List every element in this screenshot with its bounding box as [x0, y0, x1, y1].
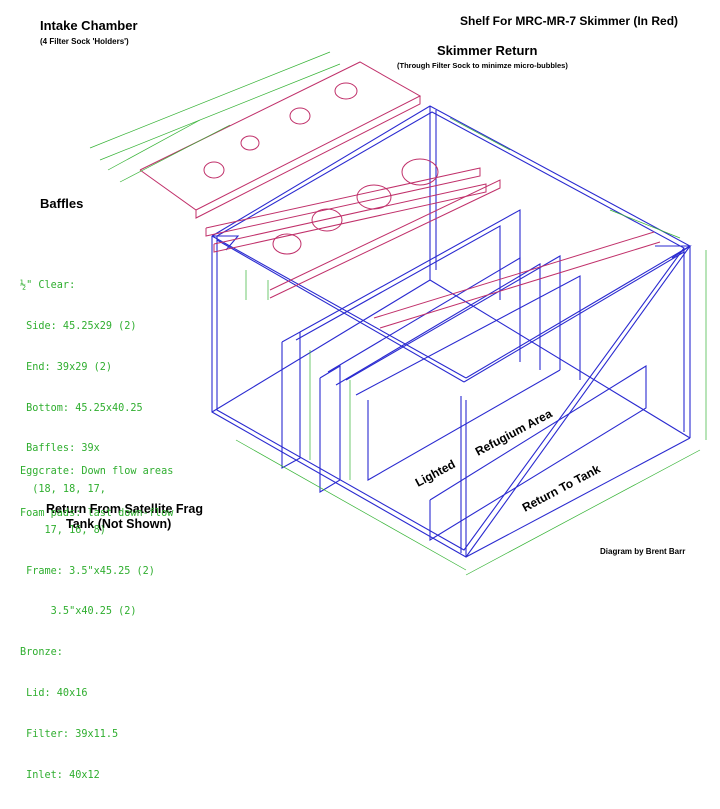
- sump-diagram: Lighted Refugium Area Return To Tank: [89, 51, 707, 576]
- diagram-credit: Diagram by Brent Barr: [600, 547, 686, 556]
- return-satellite-label-2: Tank (Not Shown): [66, 517, 172, 531]
- skimmer-return-subtitle: (Through Filter Sock to minimze micro-bu…: [397, 61, 568, 70]
- note-line: Foam pads: last down-flow: [20, 508, 174, 519]
- intake-chamber-subtitle: (4 Filter Sock 'Holders'): [40, 37, 129, 46]
- return-satellite-label-1: Return From Satellite Frag: [46, 502, 203, 516]
- spec-line: Baffles: 39x: [20, 443, 100, 455]
- intake-lid: [139, 61, 422, 219]
- spec-line: Bronze:: [20, 647, 63, 659]
- notes-list: Eggcrate: Down flow areas Foam pads: las…: [20, 437, 173, 549]
- spec-line: End: 39x29 (2): [20, 361, 113, 373]
- spec-line: Inlet: 40x12: [20, 769, 100, 781]
- spec-line: Lid: 40x16: [20, 688, 88, 699]
- spec-line: Side: 45.25x29 (2): [20, 320, 137, 332]
- spec-line: 3.5"x40.25 (2): [20, 606, 137, 618]
- spec-line: Frame: 3.5"x45.25 (2): [20, 565, 155, 577]
- note-line: Eggcrate: Down flow areas: [20, 466, 174, 477]
- skimmer-shelf: [205, 158, 661, 329]
- baffles-label: Baffles: [40, 196, 84, 211]
- spec-line: Filter: 39x11.5: [20, 728, 119, 740]
- dimension-lines: [89, 51, 707, 576]
- tank-frame: [211, 105, 692, 558]
- lighted-label: Lighted: [413, 457, 458, 490]
- diagram-page: Lighted Refugium Area Return To Tank Int…: [20, 14, 707, 781]
- baffles: [281, 209, 647, 541]
- skimmer-return-title: Skimmer Return: [437, 43, 538, 58]
- shelf-title: Shelf For MRC-MR-7 Skimmer (In Red): [460, 14, 679, 28]
- spec-line: (18, 18, 17,: [20, 484, 106, 496]
- spec-line: Bottom: 45.25x40.25: [20, 402, 143, 414]
- intake-chamber-title: Intake Chamber: [40, 18, 138, 33]
- spec-line: 17, 16, 8): [20, 524, 106, 536]
- spec-line: ½" Clear:: [20, 280, 76, 292]
